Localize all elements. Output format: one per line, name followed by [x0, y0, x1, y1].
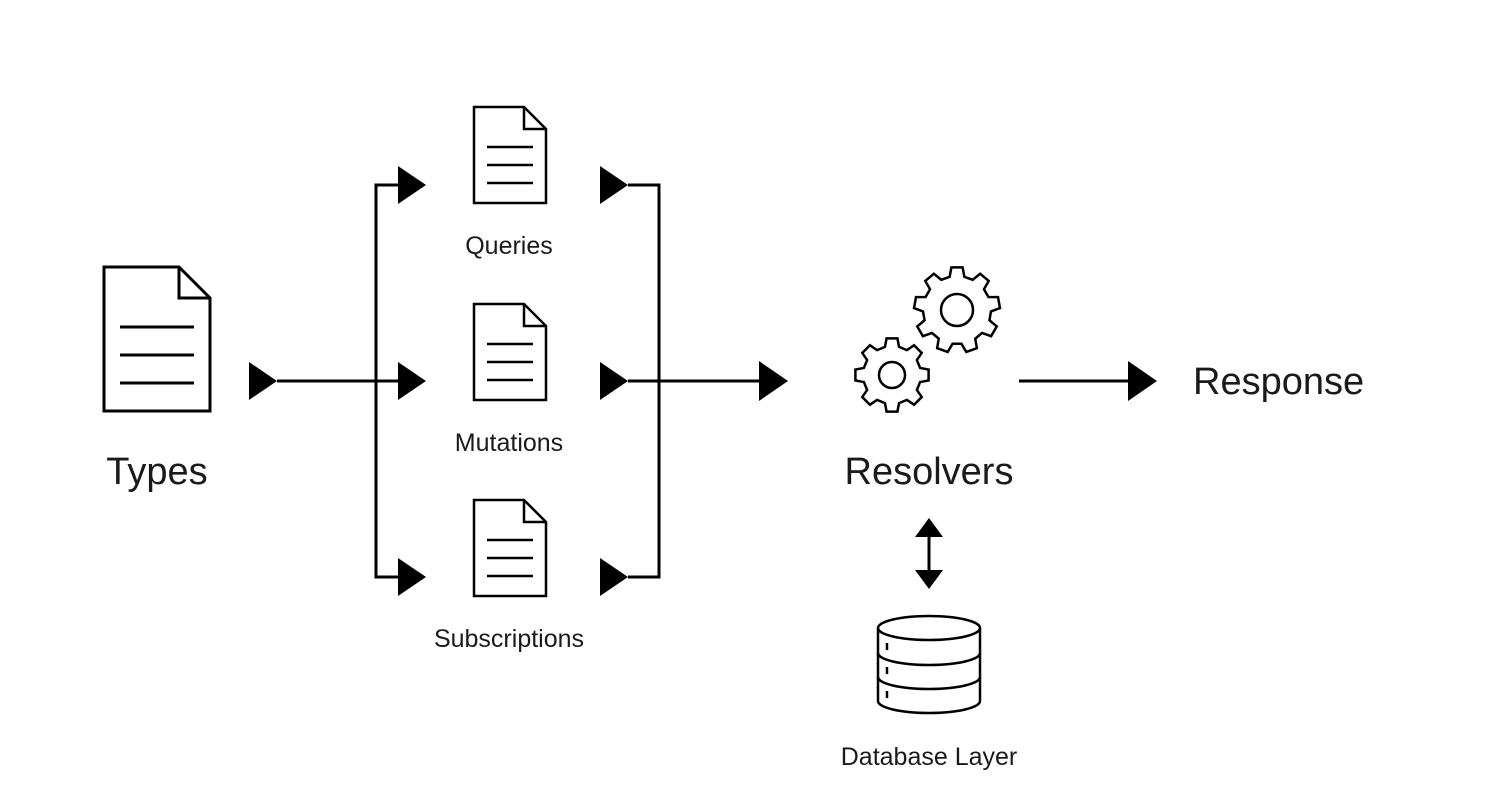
mutations-node: Mutations [455, 302, 563, 457]
response-label: Response [1193, 361, 1364, 403]
arrowhead-to-mutations [398, 362, 426, 400]
subscriptions-node: Subscriptions [434, 498, 584, 653]
database-label: Database Layer [841, 743, 1018, 771]
arrowhead-to-response [1128, 361, 1157, 401]
types-label: Types [106, 451, 207, 493]
arrowhead-down [915, 570, 943, 589]
subscriptions-label: Subscriptions [434, 625, 584, 653]
types-to-branch-connector [249, 166, 426, 596]
document-icon [472, 105, 548, 205]
resolvers-node: Resolvers [845, 266, 1014, 493]
arrowhead-to-queries [398, 166, 426, 204]
arrowhead-up [915, 518, 943, 537]
arrowhead [249, 362, 277, 400]
gear-icon [854, 337, 930, 413]
arrowhead-to-resolvers [759, 361, 788, 401]
arrowhead [600, 558, 628, 596]
queries-label: Queries [465, 232, 553, 260]
branch-to-resolvers-connector [600, 166, 788, 596]
database-icon [876, 614, 982, 715]
document-icon [472, 498, 548, 598]
document-icon [472, 302, 548, 402]
arrowhead [600, 362, 628, 400]
resolvers-to-response-connector [1019, 361, 1157, 401]
mutations-label: Mutations [455, 429, 563, 457]
resolvers-label: Resolvers [845, 451, 1014, 493]
gears-icon [854, 266, 1002, 413]
arrowhead [600, 166, 628, 204]
arrowhead-to-subscriptions [398, 558, 426, 596]
document-icon [102, 265, 212, 413]
resolvers-database-connector [915, 518, 943, 589]
gear-icon [912, 266, 1002, 354]
types-node: Types [102, 265, 212, 493]
database-node: Database Layer [841, 614, 1018, 771]
queries-node: Queries [465, 105, 553, 260]
